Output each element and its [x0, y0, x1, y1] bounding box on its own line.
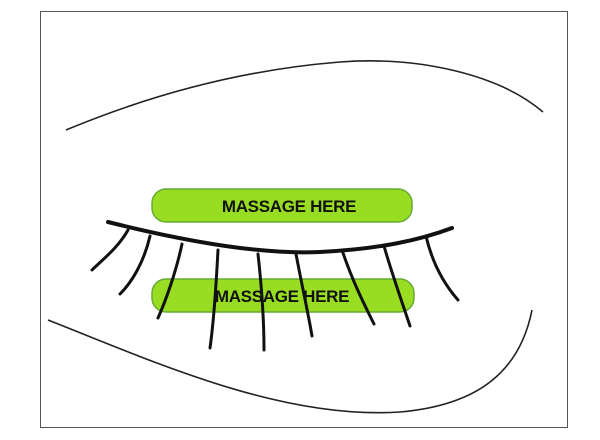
lower-eyelid-curve: [47, 309, 533, 414]
eyelash-8: [382, 244, 412, 328]
upper-massage-zone-bar: [151, 188, 413, 223]
eyelash-7: [340, 248, 376, 326]
upper-massage-zone: MASSAGE HERE: [151, 188, 413, 223]
eyelash-9: [424, 234, 460, 302]
eyelash-4: [208, 248, 220, 350]
eyelash-6: [294, 252, 314, 338]
lower-massage-zone: MASSAGE HERE: [151, 278, 415, 313]
upper-eyelid-curve: [65, 60, 544, 131]
eyelash-3: [156, 242, 184, 320]
eyelash-2: [118, 234, 152, 296]
lower-massage-zone-label: MASSAGE HERE: [215, 287, 349, 306]
eyelashes: [90, 228, 460, 352]
eyelash-1: [90, 228, 130, 272]
lower-massage-zone-bar: [151, 278, 415, 313]
upper-massage-zone-label: MASSAGE HERE: [222, 197, 356, 216]
eyelash-5: [256, 252, 266, 352]
closed-lash-line: [106, 220, 454, 255]
